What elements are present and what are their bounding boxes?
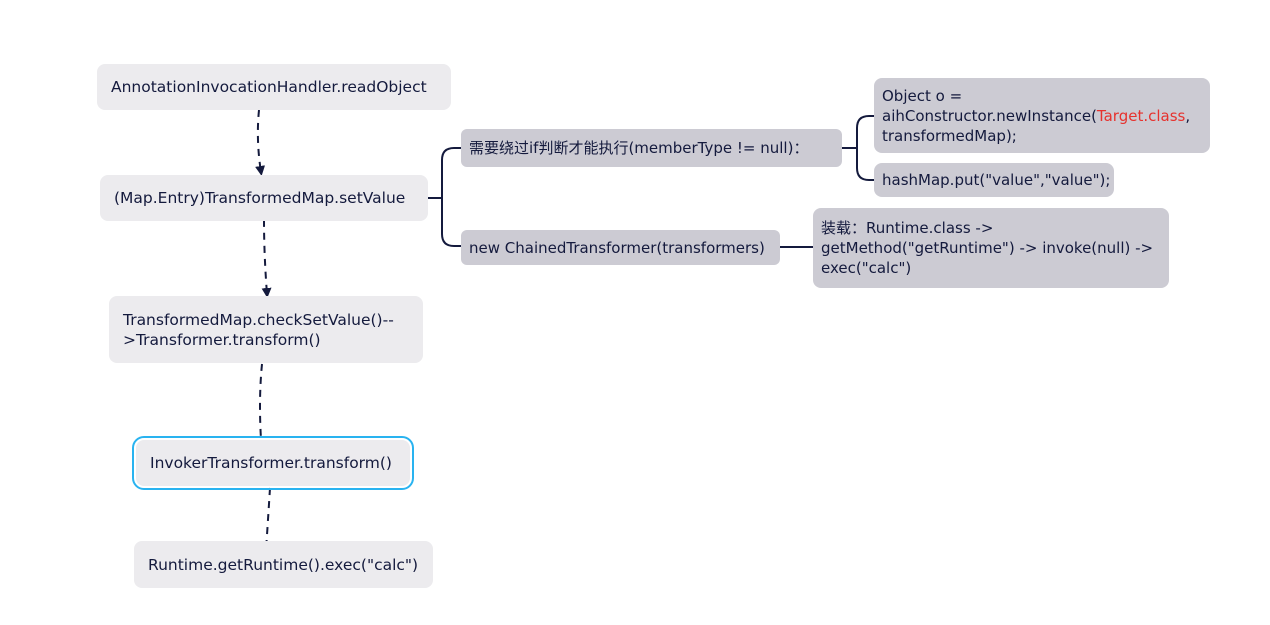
- node-invokertransformer[interactable]: InvokerTransformer.transform(): [132, 436, 414, 490]
- node-label-line2: aihConstructor.newInstance(Target.class,: [882, 106, 1190, 126]
- node-runtime-exec[interactable]: Runtime.getRuntime().exec("calc"): [134, 541, 433, 588]
- node-label-line2: getMethod("getRuntime") -> invoke(null) …: [821, 239, 1154, 257]
- node-label-line1: 装载：Runtime.class ->: [821, 219, 994, 237]
- node-hashmap-put[interactable]: hashMap.put("value","value");: [874, 163, 1114, 197]
- node-label: InvokerTransformer.transform(): [150, 454, 392, 472]
- node-chained-transformer[interactable]: new ChainedTransformer(transformers): [461, 230, 780, 265]
- node-transformedmap-setvalue[interactable]: (Map.Entry)TransformedMap.setValue: [100, 175, 428, 221]
- node-new-instance[interactable]: Object o = aihConstructor.newInstance(Ta…: [874, 78, 1210, 153]
- node-label: AnnotationInvocationHandler.readObject: [111, 78, 427, 96]
- node-label-line1: Object o =: [882, 86, 963, 105]
- node-label: new ChainedTransformer(transformers): [469, 238, 765, 257]
- arrow-n2-n3: [261, 219, 272, 298]
- node-label-line1: TransformedMap.checkSetValue()--: [123, 310, 394, 329]
- node-label-line3: exec("calc"): [821, 259, 912, 277]
- node-label-line3: transformedMap);: [882, 126, 1017, 145]
- connector-ifbypass-leaves: [842, 115, 874, 181]
- node-if-bypass[interactable]: 需要绕过if判断才能执行(memberType != null)：: [461, 129, 842, 167]
- node-label: 需要绕过if判断才能执行(memberType != null)：: [469, 139, 809, 157]
- node-label-line2-post: ,: [1185, 106, 1191, 125]
- node-checksetvalue[interactable]: TransformedMap.checkSetValue()-- >Transf…: [109, 296, 423, 363]
- node-annotation-readobject[interactable]: AnnotationInvocationHandler.readObject: [97, 64, 451, 110]
- connector-setvalue-branches: [428, 147, 461, 247]
- node-label: Runtime.getRuntime().exec("calc"): [148, 555, 419, 574]
- node-runtime-load[interactable]: 装载：Runtime.class -> getMethod("getRuntim…: [813, 208, 1169, 288]
- node-label: (Map.Entry)TransformedMap.setValue: [114, 189, 406, 207]
- node-label-line2-pre: aihConstructor.newInstance(: [882, 106, 1097, 125]
- arrow-n1-n2: [255, 109, 266, 176]
- node-label: hashMap.put("value","value");: [882, 171, 1111, 189]
- node-label-line2: >Transformer.transform(): [123, 330, 321, 349]
- target-class-highlight: Target.class: [1096, 106, 1186, 125]
